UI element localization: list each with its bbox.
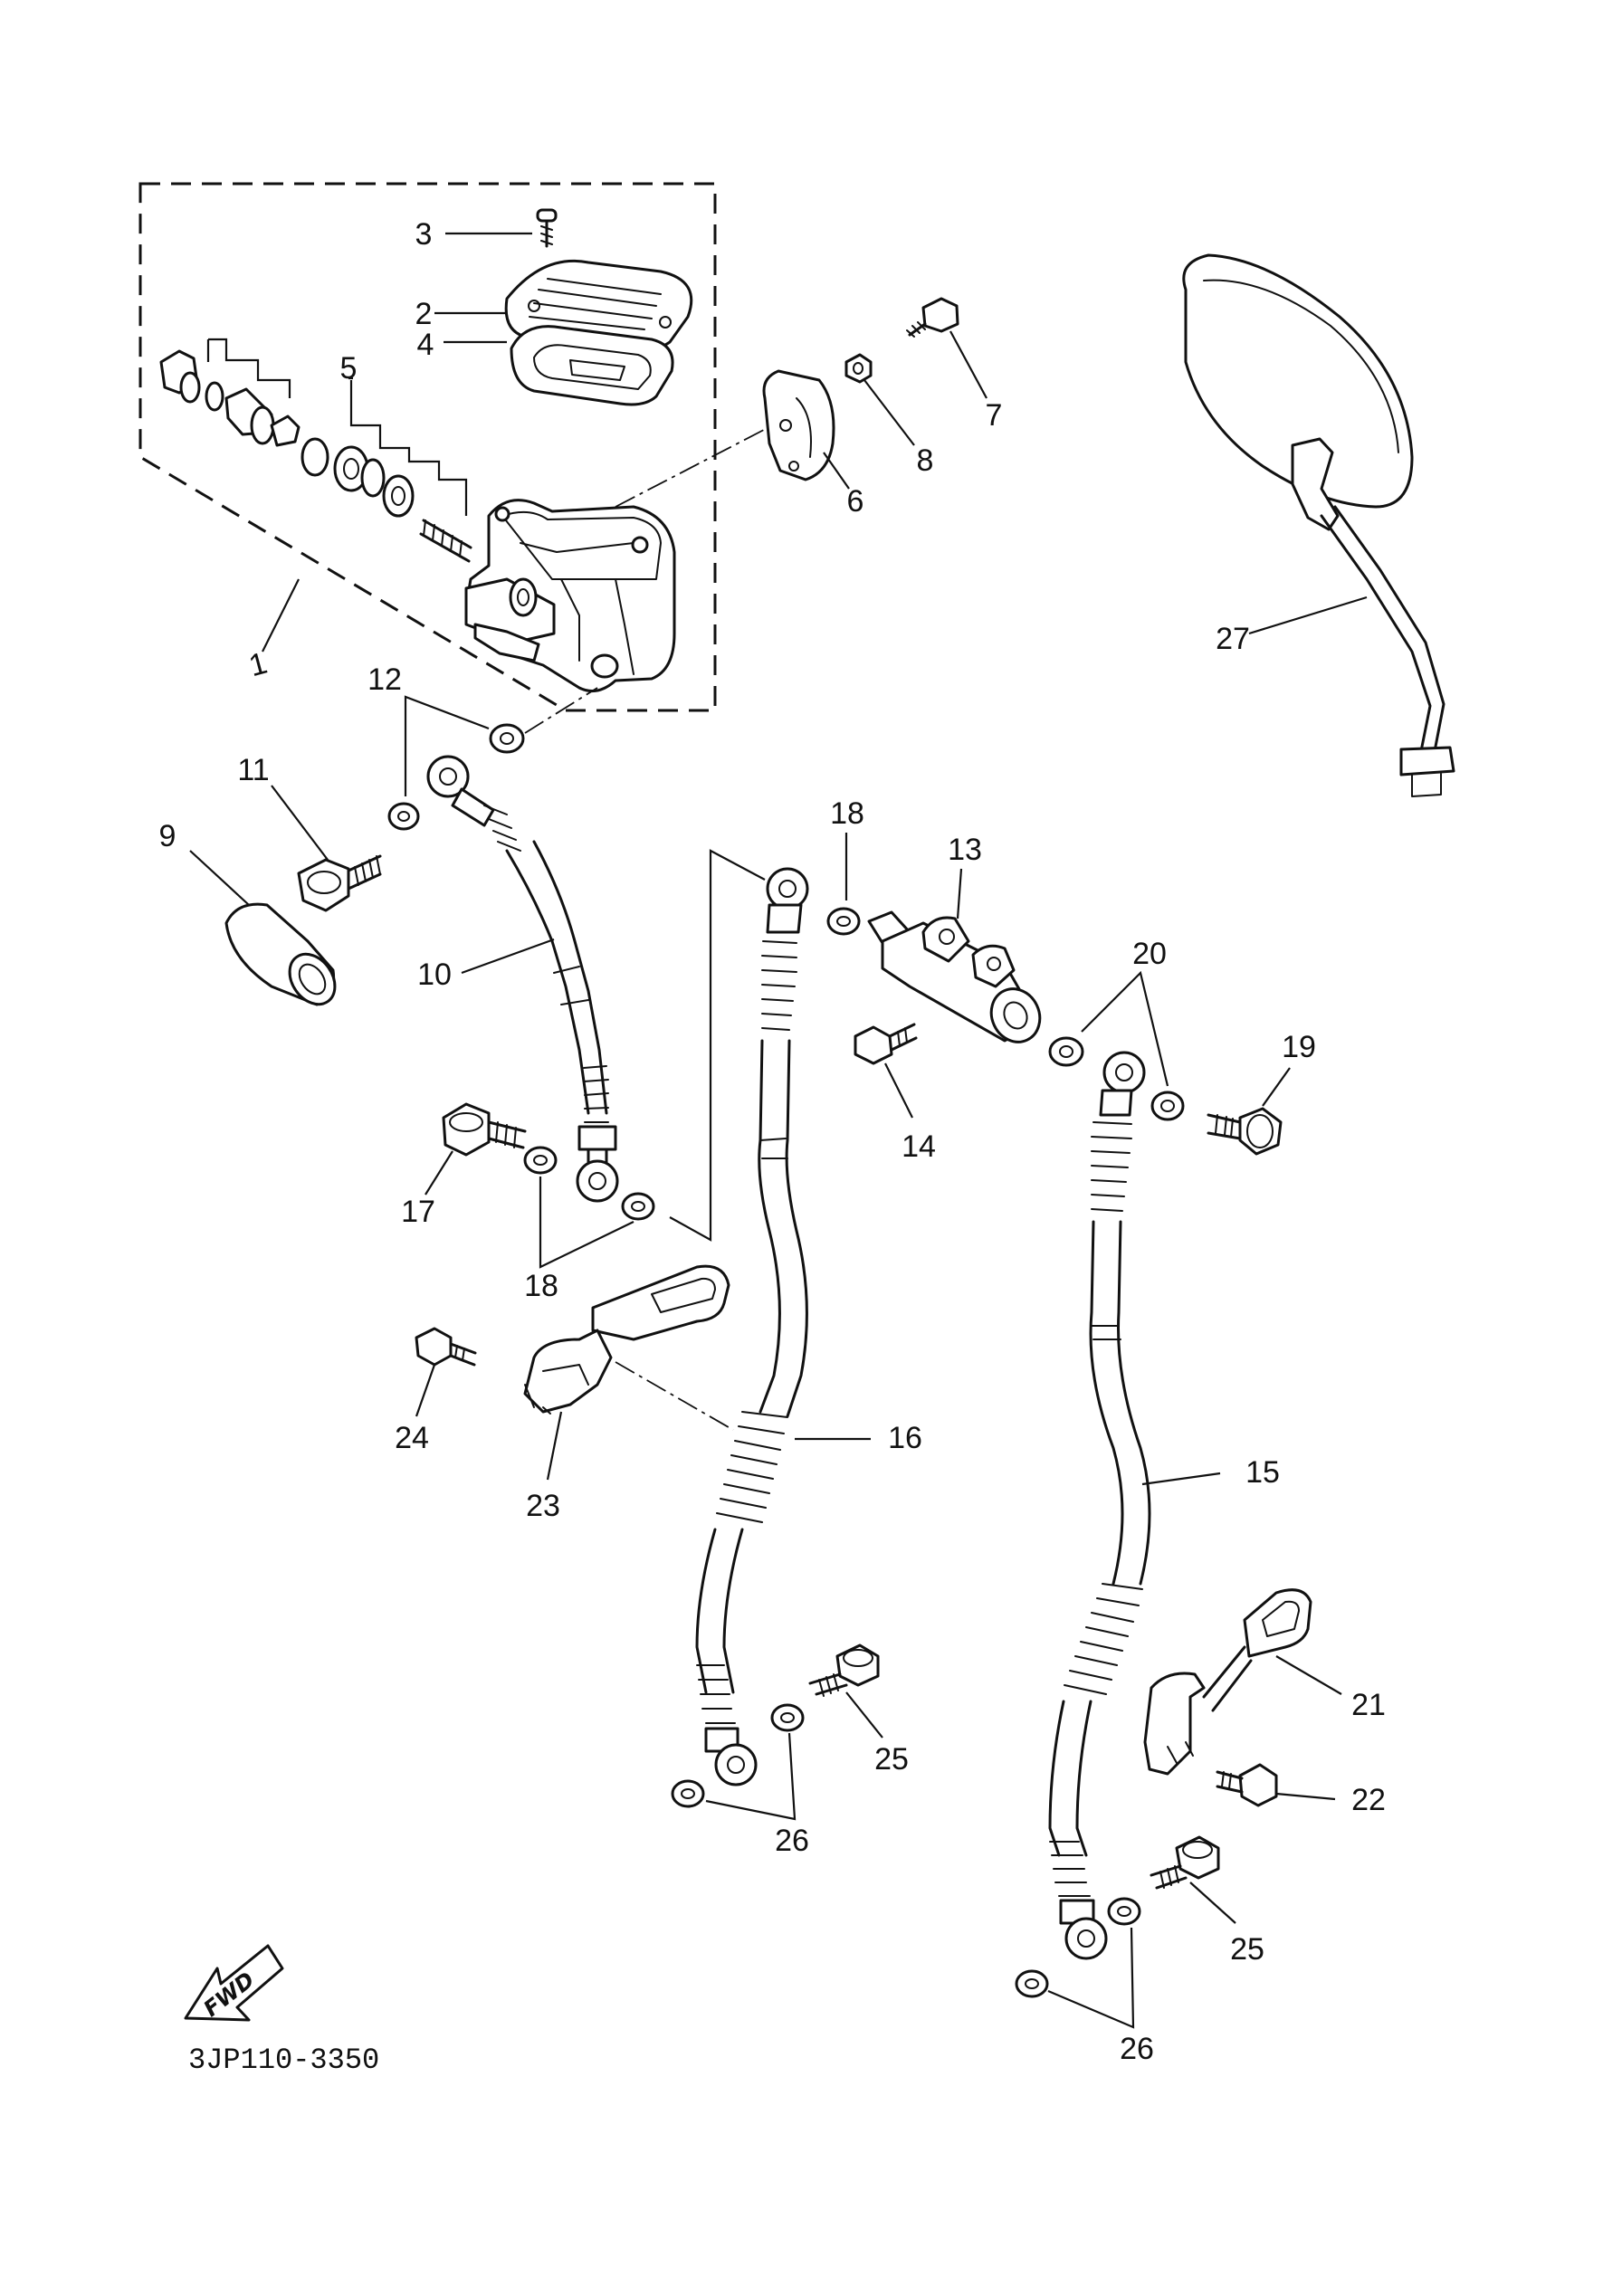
label-24: 24	[395, 1421, 429, 1455]
label-4: 4	[417, 328, 434, 362]
label-23: 23	[526, 1489, 560, 1523]
part-8-washer	[844, 353, 915, 446]
label-16: 16	[888, 1421, 922, 1455]
label-26-right: 26	[1120, 2032, 1154, 2066]
forward-direction-arrow: FWD	[184, 1944, 284, 2022]
label-5: 5	[340, 351, 358, 386]
part-14-bolt	[854, 1023, 918, 1119]
label-26-left: 26	[775, 1824, 809, 1858]
label-1: 1	[245, 646, 271, 684]
part-17-union-bolt	[425, 1102, 527, 1196]
part-22-bolt	[1216, 1763, 1336, 1807]
label-25-right: 25	[1230, 1932, 1264, 1967]
part-18-washer-upper	[826, 833, 861, 936]
label-15: 15	[1245, 1455, 1280, 1490]
part-19-union-bolt	[1207, 1067, 1291, 1156]
label-6: 6	[847, 484, 864, 519]
label-19: 19	[1282, 1030, 1316, 1064]
part-23-hose-guide	[523, 1264, 734, 1481]
part-3-screw	[445, 208, 558, 248]
part-13-three-way-joint	[867, 868, 1042, 1043]
part-15-brake-hose-right	[1048, 1051, 1221, 1960]
part-5-piston-kit	[159, 338, 472, 563]
part-21-hose-guide	[1143, 1588, 1342, 1776]
part-10-brake-hose-upper	[426, 755, 619, 1203]
label-2: 2	[415, 297, 433, 331]
label-8: 8	[917, 443, 934, 478]
part-26-washers-right	[1015, 1897, 1141, 2029]
part-24-bolt	[415, 1327, 477, 1417]
label-10: 10	[417, 957, 452, 992]
part-25-union-bolt-right	[1150, 1835, 1236, 1924]
part-25-union-bolt-left	[808, 1643, 883, 1739]
master-cylinder-assembly-boundary	[138, 182, 717, 712]
part-9-rubber-cap	[189, 850, 337, 1006]
label-18-upper: 18	[830, 796, 864, 831]
part-12-washers	[387, 687, 598, 831]
part-16-brake-hose-left	[695, 867, 871, 1786]
label-20: 20	[1132, 937, 1167, 971]
part-18-washers-lower	[523, 849, 766, 1269]
label-9: 9	[159, 819, 177, 853]
label-18-lower: 18	[524, 1269, 558, 1303]
label-12: 12	[367, 662, 402, 697]
label-27: 27	[1216, 622, 1250, 656]
label-22: 22	[1351, 1783, 1386, 1817]
label-21: 21	[1351, 1688, 1386, 1722]
label-14: 14	[902, 1129, 936, 1164]
label-25-left: 25	[874, 1742, 909, 1777]
part-4-diaphragm	[444, 325, 674, 406]
part-20-washers	[1048, 970, 1185, 1121]
label-11: 11	[237, 753, 269, 787]
part-6-handlebar-clamp	[762, 369, 850, 490]
drawing-code: 3JP110-3350	[188, 2044, 379, 2077]
label-17: 17	[401, 1195, 435, 1229]
master-cylinder-body	[464, 499, 676, 693]
label-3: 3	[415, 217, 433, 252]
part-27-mirror	[1182, 253, 1455, 797]
part-11-union-bolt	[271, 785, 382, 912]
label-7: 7	[986, 398, 1003, 433]
label-13: 13	[948, 833, 982, 867]
part-26-washers-left	[671, 1703, 805, 1821]
part-7-bolt	[906, 297, 988, 399]
